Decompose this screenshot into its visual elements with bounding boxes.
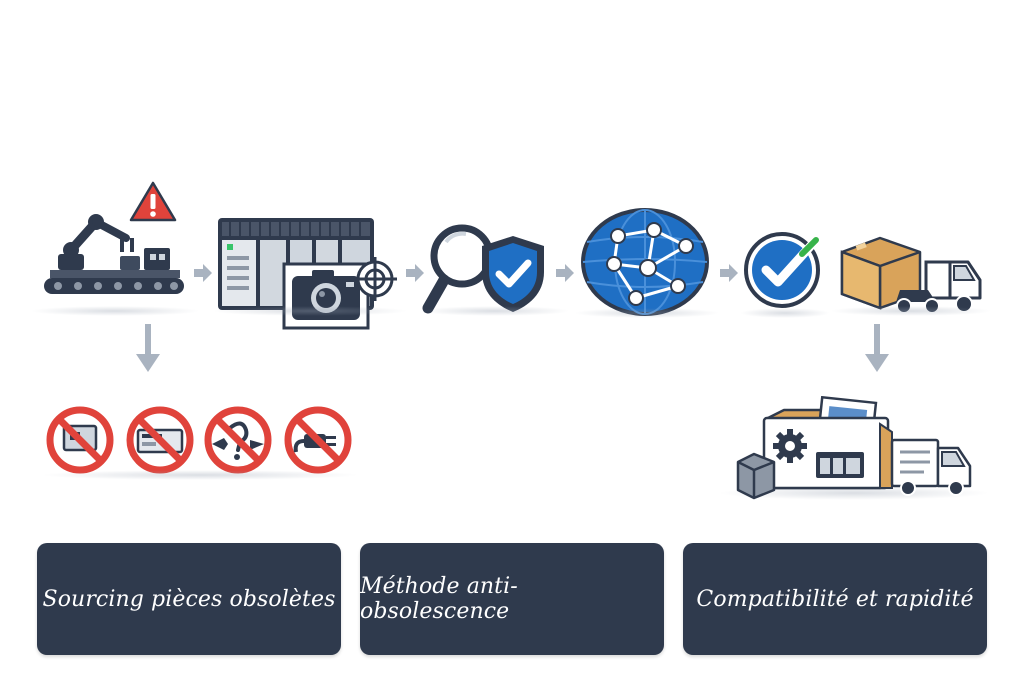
arrow-right-icon: [194, 264, 212, 282]
arrow-down-icon: [865, 324, 889, 372]
arrow-down-icon: [136, 324, 160, 372]
label-methode-text: Méthode anti-obsolescence: [360, 574, 518, 624]
label-compatibilite-text: Compatibilité et rapidité: [696, 586, 974, 612]
prohibited-icon: [46, 406, 114, 474]
label-compatibilite: Compatibilité et rapidité: [683, 543, 987, 655]
prohibited-icon: [284, 406, 352, 474]
arrow-right-icon: [406, 264, 424, 282]
warning-icon: [129, 181, 177, 222]
target-icon: [353, 257, 397, 301]
arrow-right-icon: [556, 264, 574, 282]
delivery-truck-icon: [840, 236, 982, 314]
label-methode: Méthode anti-obsolescence: [360, 543, 664, 655]
shield-check-icon: [482, 236, 544, 312]
folder-documents-icon: [736, 396, 972, 500]
label-sourcing: Sourcing pièces obsolètes: [37, 543, 341, 655]
label-sourcing-text: Sourcing pièces obsolètes: [42, 586, 336, 612]
prohibited-icon: [126, 406, 194, 474]
check-circle-icon: [744, 232, 821, 308]
prohibited-icon: [204, 406, 272, 474]
globe-network-icon: [581, 208, 709, 316]
arrow-right-icon: [720, 264, 738, 282]
factory-robot-icon: [44, 214, 184, 294]
